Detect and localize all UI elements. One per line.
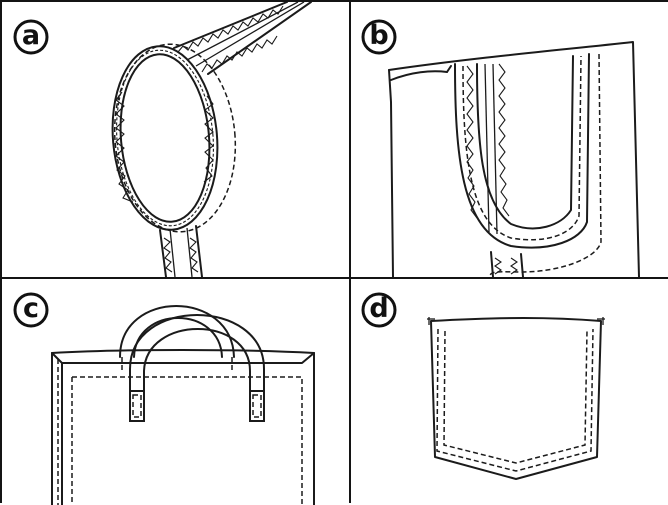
panel-c-label: c: [22, 293, 39, 324]
loop-ring: [111, 43, 237, 233]
upper-strap: [173, 2, 312, 75]
panel-a-label: a: [21, 20, 41, 51]
panel-c-illustration: [51, 305, 315, 505]
pocket-curve: [454, 53, 602, 277]
panel-a-badge: a: [12, 18, 50, 56]
lower-strap: [159, 225, 203, 277]
panel-d-badge: d: [360, 291, 398, 329]
patch-pocket: [427, 317, 605, 480]
panel-a-illustration: [111, 2, 312, 277]
panel-d-label: d: [369, 293, 389, 324]
panel-b-label: b: [369, 20, 389, 51]
bag-body: [51, 349, 315, 505]
panel-a: a: [2, 2, 349, 277]
panel-b: b: [351, 2, 668, 277]
divider-horizontal: [2, 277, 666, 279]
front-handle: [129, 314, 265, 422]
panel-c-badge: c: [12, 291, 50, 329]
divider-vertical: [349, 2, 351, 501]
zigzag-seam: [466, 63, 510, 235]
back-handle: [119, 305, 235, 371]
panel-b-badge: b: [360, 18, 398, 56]
panel-b-illustration: [388, 41, 640, 277]
panel-d: d: [351, 279, 668, 505]
panel-d-illustration: [427, 317, 605, 480]
panel-c: c: [2, 279, 349, 505]
